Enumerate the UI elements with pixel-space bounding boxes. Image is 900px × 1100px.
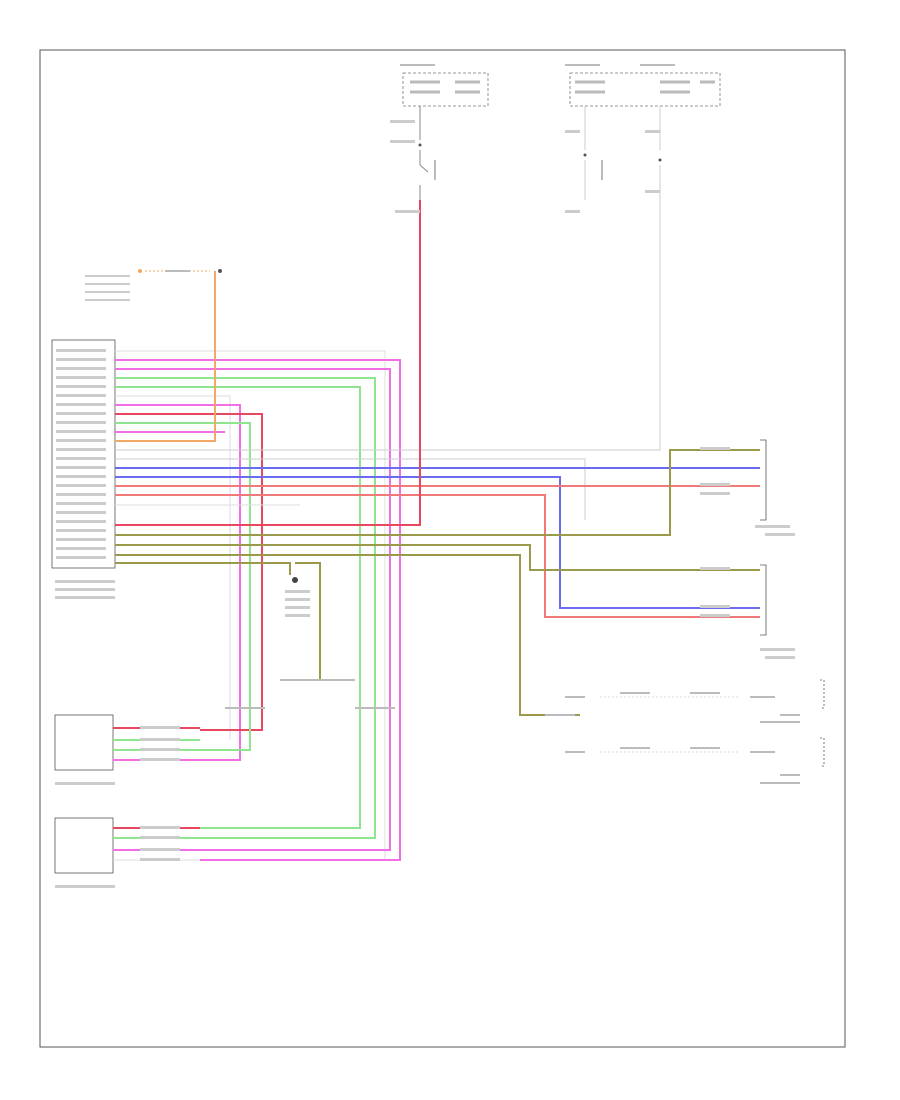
diagram-frame xyxy=(39,49,846,1048)
control-unit-connector xyxy=(51,339,116,599)
transceiver-lower xyxy=(54,817,200,888)
right-sensor-lower xyxy=(700,564,795,659)
fuse-drop-wires xyxy=(418,106,662,200)
connector-label-top-left xyxy=(85,269,222,301)
control-module-lower xyxy=(565,737,825,784)
right-sensor-upper xyxy=(700,439,795,536)
fuse-box-right xyxy=(565,64,721,107)
control-module-upper xyxy=(545,679,825,723)
ground-symbol xyxy=(225,577,395,709)
transceiver-upper xyxy=(54,714,200,785)
control-unit-wires xyxy=(115,195,760,861)
fuse-box-left xyxy=(400,64,489,107)
label-placeholders-top xyxy=(390,120,660,213)
